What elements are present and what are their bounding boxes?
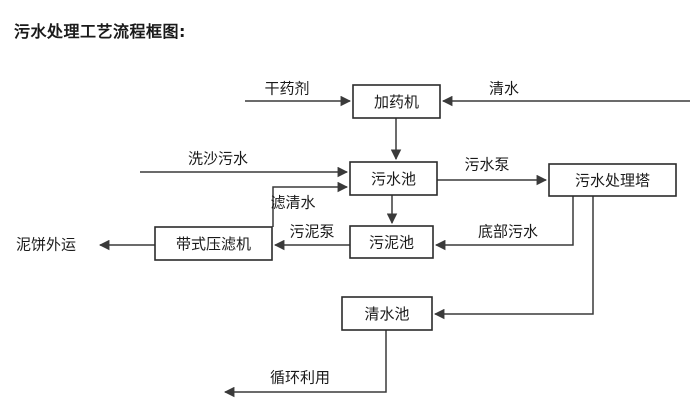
- node-belt-filter-press[interactable]: 带式压滤机: [154, 226, 273, 261]
- edge-filtrate-water: 滤清水: [270, 181, 349, 227]
- node-label-sewage-pool: 污水池: [371, 170, 416, 188]
- edge-clean-water: 清水: [441, 80, 690, 107]
- node-box-treatment-tower[interactable]: [548, 163, 677, 197]
- node-label-clear-water-pool: 清水池: [364, 305, 409, 323]
- node-dosing-machine[interactable]: 加药机: [352, 84, 441, 119]
- node-label-dosing-machine: 加药机: [374, 93, 419, 111]
- edge-label-filtrate-water: 滤清水: [270, 194, 315, 212]
- edge-label-sand-wash-sewage: 洗沙污水: [188, 150, 248, 168]
- edge-label-dry-agent: 干药剂: [264, 80, 309, 98]
- terminal-label-mud-cake-out: 泥饼外运: [16, 236, 76, 254]
- edge-label-bottom-sewage: 底部污水: [478, 223, 538, 241]
- node-label-treatment-tower: 污水处理塔: [575, 172, 650, 190]
- edge-sewage-pump: 污水泵: [437, 156, 548, 186]
- node-sewage-pool[interactable]: 污水池: [349, 161, 438, 196]
- node-clear-water-pool[interactable]: 清水池: [341, 296, 433, 331]
- node-box-clear-water-pool[interactable]: [341, 296, 433, 331]
- node-box-belt-filter-press[interactable]: [154, 226, 273, 261]
- node-sludge-pool[interactable]: 污泥池: [349, 225, 434, 259]
- node-label-sludge-pool: 污泥池: [369, 234, 414, 252]
- edge-label-clean-water: 清水: [489, 80, 519, 98]
- edge-label-recycle-use: 循环利用: [270, 369, 330, 387]
- node-box-sludge-pool[interactable]: [349, 225, 434, 259]
- edge-recycle-use: 循环利用: [223, 330, 387, 398]
- edge-tower-to-clear-water: [433, 196, 594, 320]
- page-title: 污水处理工艺流程框图:: [14, 22, 186, 41]
- edge-bottom-sewage: 底部污水: [434, 196, 574, 251]
- node-box-sewage-pool[interactable]: [349, 161, 438, 196]
- node-box-dosing-machine[interactable]: [352, 84, 441, 119]
- edge-label-sludge-pump: 污泥泵: [289, 223, 334, 241]
- edge-sand-wash-sewage: 洗沙污水: [140, 150, 349, 178]
- edge-label-sewage-pump: 污水泵: [464, 156, 509, 174]
- edge-dry-agent: 干药剂: [245, 80, 352, 107]
- node-label-belt-filter-press: 带式压滤机: [176, 235, 251, 253]
- edge-sludge-pump: 污泥泵: [273, 223, 350, 251]
- node-treatment-tower[interactable]: 污水处理塔: [548, 163, 677, 197]
